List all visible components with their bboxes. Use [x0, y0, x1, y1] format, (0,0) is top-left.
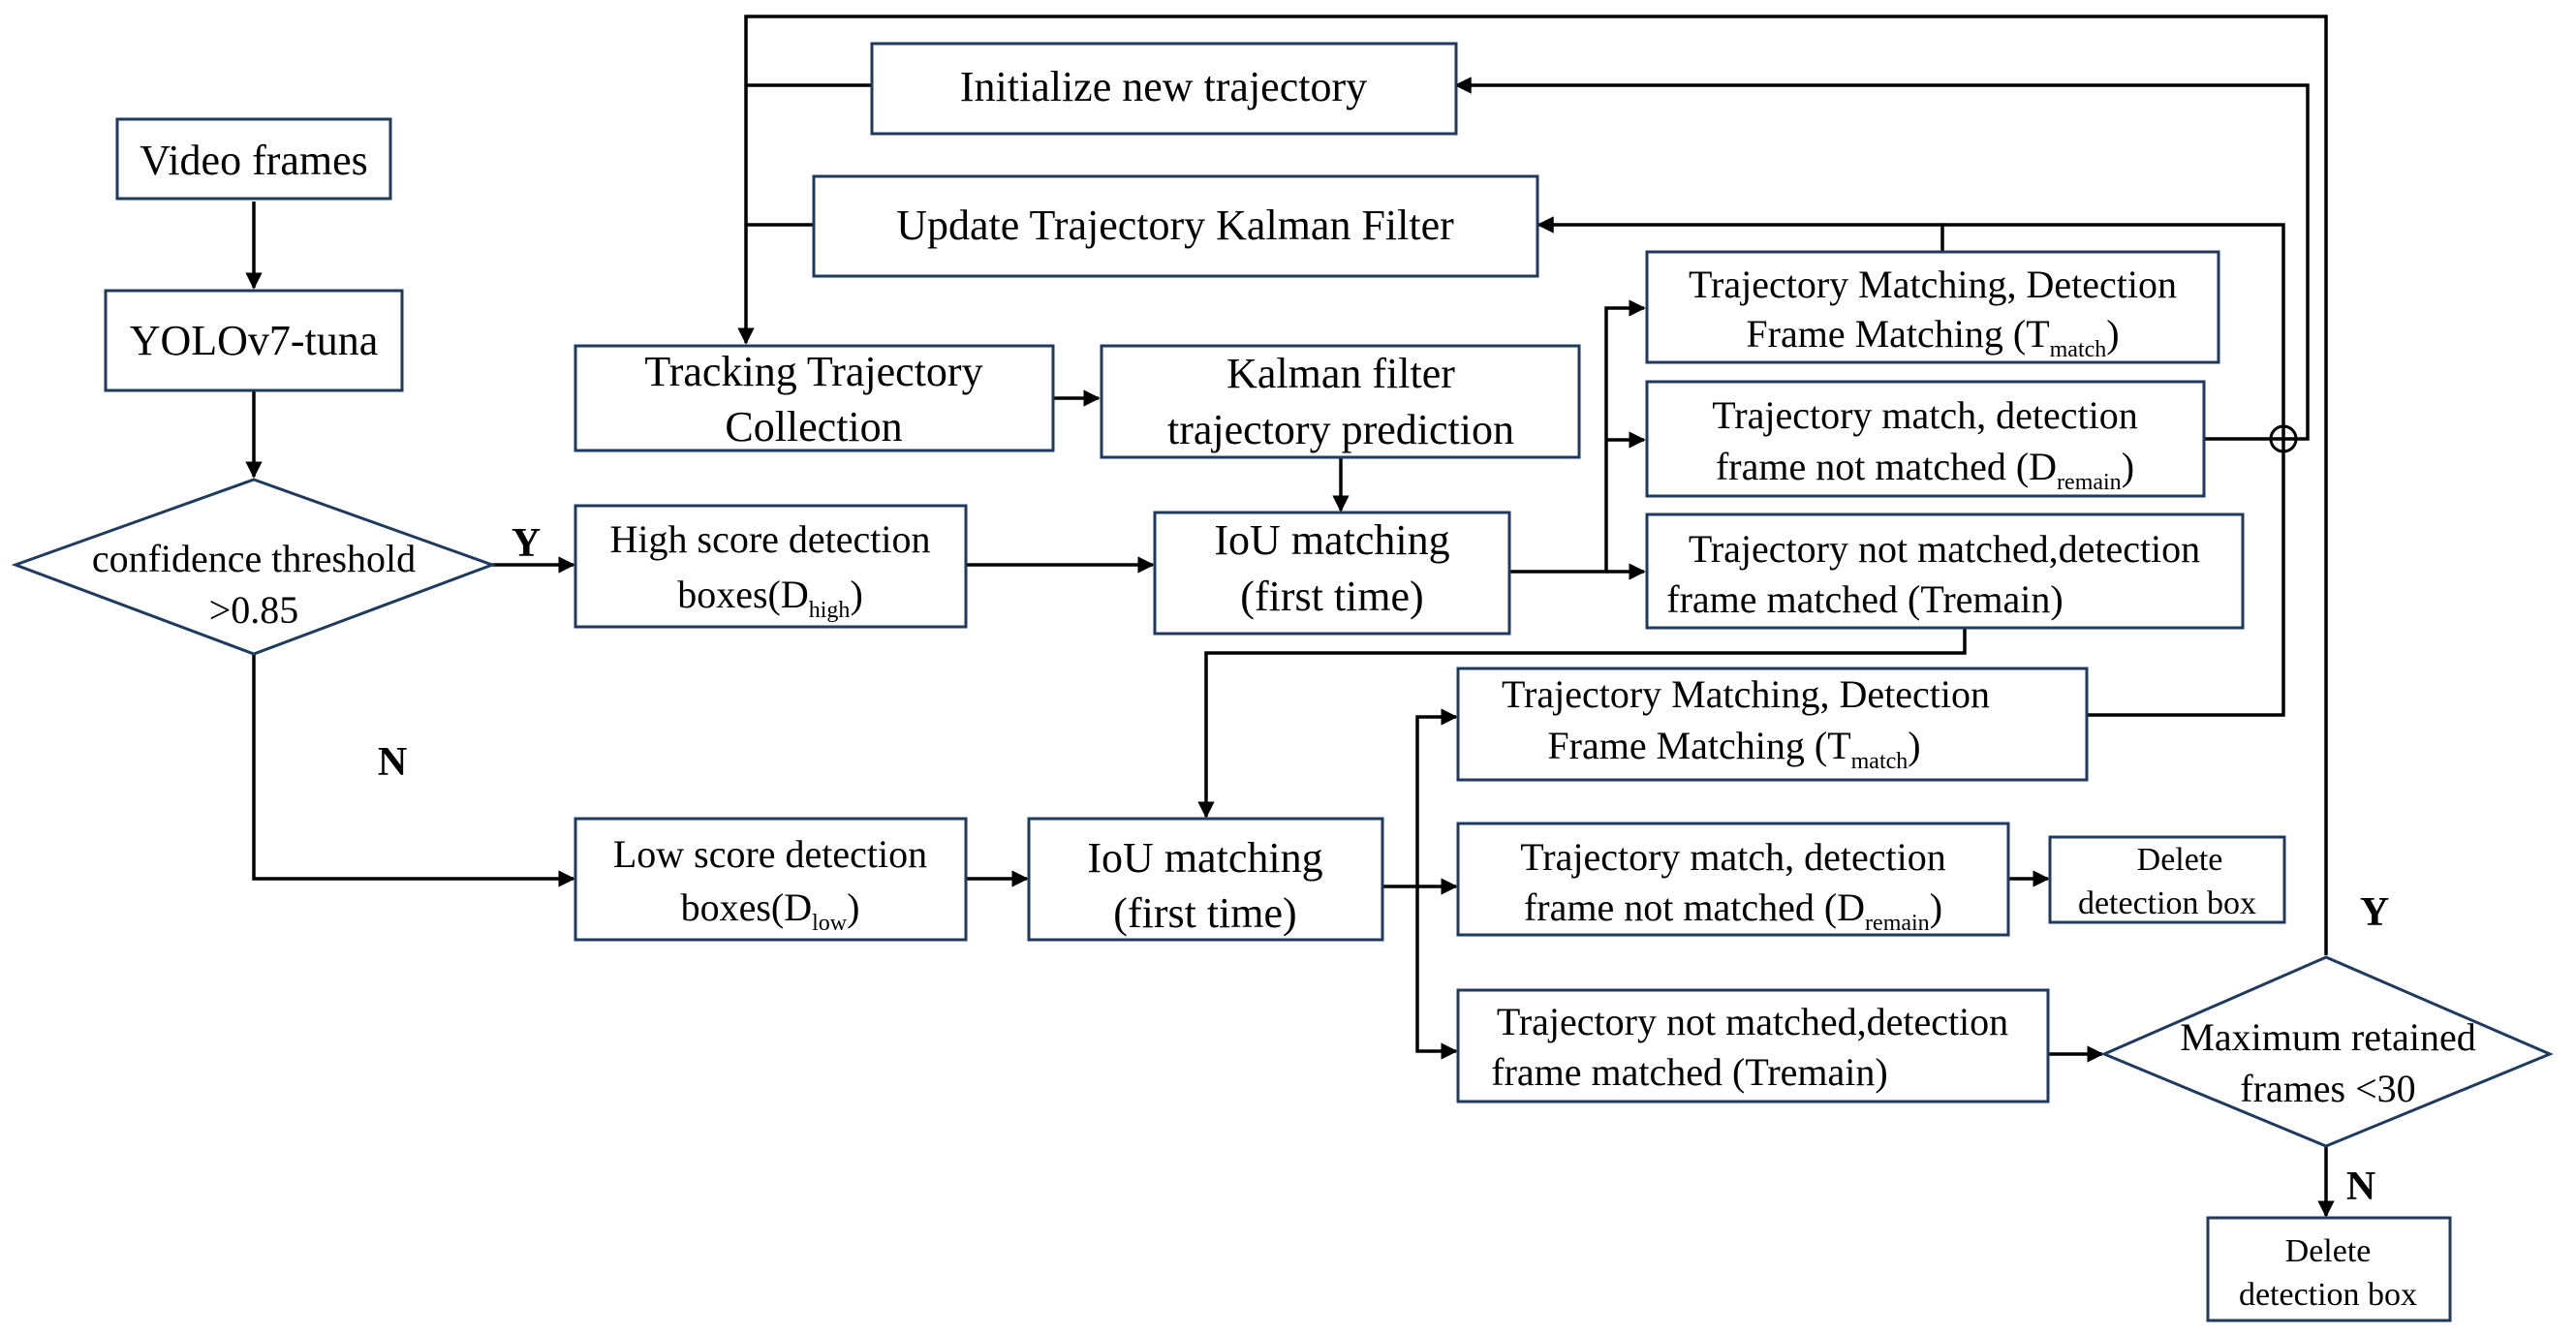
edge-label-no-1: N [378, 740, 407, 785]
high-score-line1: High score detection [610, 517, 931, 561]
yolo-label: YOLOv7-tuna [130, 317, 379, 364]
node-r1-tmatch: Trajectory Matching, Detection Frame Mat… [1645, 250, 2220, 364]
r2-dremain-line2: frame not matched (Dremain) [1524, 885, 1942, 936]
update-kalman-label: Update Trajectory Kalman Filter [896, 202, 1454, 249]
node-r2-dremain: Trajectory match, detection frame not ma… [1456, 822, 2010, 937]
iou-first-1-line2: (first time) [1240, 573, 1423, 620]
node-r2-tremain: Trajectory not matched,detection frame m… [1456, 988, 2050, 1103]
iou-first-2-line1: IoU matching [1087, 834, 1322, 882]
r1-tremain-line1: Trajectory not matched,detection [1689, 527, 2200, 571]
node-delete-1: Delete detection box [2048, 835, 2286, 924]
max-retained-line2: frames <30 [2240, 1067, 2415, 1110]
confidence-line1: confidence threshold [92, 537, 416, 580]
node-max-retained-decision: Maximum retained frames <30 [2100, 955, 2554, 1148]
r1-dremain-line1: Trajectory match, detection [1712, 393, 2138, 437]
edge-tremain-to-iou2 [1197, 628, 1967, 819]
edge-label-yes-1: Y [512, 521, 541, 566]
edge-dremain-to-init [1454, 77, 2310, 441]
kalman-prediction-line1: Kalman filter [1226, 350, 1455, 397]
high-score-line2: boxes(Dhigh) [677, 573, 863, 623]
delete-1-line2: detection box [2078, 885, 2256, 921]
node-high-score: High score detection boxes(Dhigh) [574, 504, 968, 629]
edge-tmatch1-to-update [1536, 216, 1944, 252]
video-frames-label: Video frames [140, 137, 368, 184]
edge-iou2-to-tremain [1415, 886, 1458, 1060]
r2-tremain-line1: Trajectory not matched,detection [1497, 1000, 2008, 1043]
delete-2-line2: detection box [2239, 1277, 2417, 1313]
kalman-prediction-line2: trajectory prediction [1167, 406, 1514, 453]
node-r1-dremain: Trajectory match, detection frame not ma… [1645, 380, 2206, 498]
connectors [245, 15, 2335, 1218]
node-low-score: Low score detection boxes(Dlow) [574, 817, 968, 942]
node-iou-first-1: IoU matching (first time) [1153, 511, 1511, 636]
junction-cross [2271, 426, 2296, 451]
r1-tremain-line2: frame matched (Tremain) [1666, 577, 2063, 621]
node-iou-first-2: IoU matching (first time) [1027, 817, 1384, 942]
node-yolo: YOLOv7-tuna [104, 289, 404, 392]
node-r1-tremain: Trajectory not matched,detection frame m… [1645, 513, 2245, 630]
low-score-line1: Low score detection [613, 832, 927, 876]
r1-tmatch-line2: Frame Matching (Tmatch) [1746, 312, 2119, 362]
max-retained-line1: Maximum retained [2180, 1015, 2475, 1059]
node-confidence-decision: confidence threshold >0.85 [11, 478, 497, 656]
delete-1-line1: Delete [2137, 842, 2223, 878]
tracking-collection-line1: Tracking Trajectory [644, 348, 982, 395]
iou-first-1-line1: IoU matching [1214, 516, 1449, 564]
confidence-line2: >0.85 [209, 588, 299, 632]
r2-tremain-line2: frame matched (Tremain) [1491, 1050, 1887, 1094]
r2-tmatch-line1: Trajectory Matching, Detection [1502, 672, 1990, 716]
r1-dremain-line2: frame not matched (Dremain) [1716, 445, 2134, 495]
r1-tmatch-line1: Trajectory Matching, Detection [1689, 263, 2177, 306]
node-video-frames: Video frames [115, 117, 392, 201]
r2-dremain-line1: Trajectory match, detection [1520, 835, 1946, 879]
edge-confidence-no [252, 654, 575, 887]
node-kalman-prediction: Kalman filter trajectory prediction [1100, 344, 1581, 459]
edge-label-no-2: N [2346, 1165, 2375, 1209]
node-tracking-collection: Tracking Trajectory Collection [574, 344, 1055, 452]
node-update-kalman: Update Trajectory Kalman Filter [812, 174, 1539, 278]
delete-2-line1: Delete [2285, 1233, 2372, 1269]
iou-first-2-line2: (first time) [1113, 889, 1296, 937]
edge-label-yes-2: Y [2360, 890, 2389, 935]
edge-tmatch2-to-update [1942, 223, 2285, 717]
edge-iou2-branch [1382, 708, 1458, 888]
edge-max-yes-loop [737, 15, 2328, 955]
r2-tmatch-line2: Frame Matching (Tmatch) [1547, 724, 1920, 774]
low-score-line2: boxes(Dlow) [681, 885, 860, 936]
tracking-collection-line2: Collection [725, 403, 902, 451]
node-initialize-trajectory: Initialize new trajectory [870, 42, 1458, 136]
node-r2-tmatch: Trajectory Matching, Detection Frame Mat… [1456, 667, 2089, 782]
initialize-trajectory-label: Initialize new trajectory [960, 63, 1367, 110]
node-delete-2: Delete detection box [2206, 1216, 2452, 1322]
